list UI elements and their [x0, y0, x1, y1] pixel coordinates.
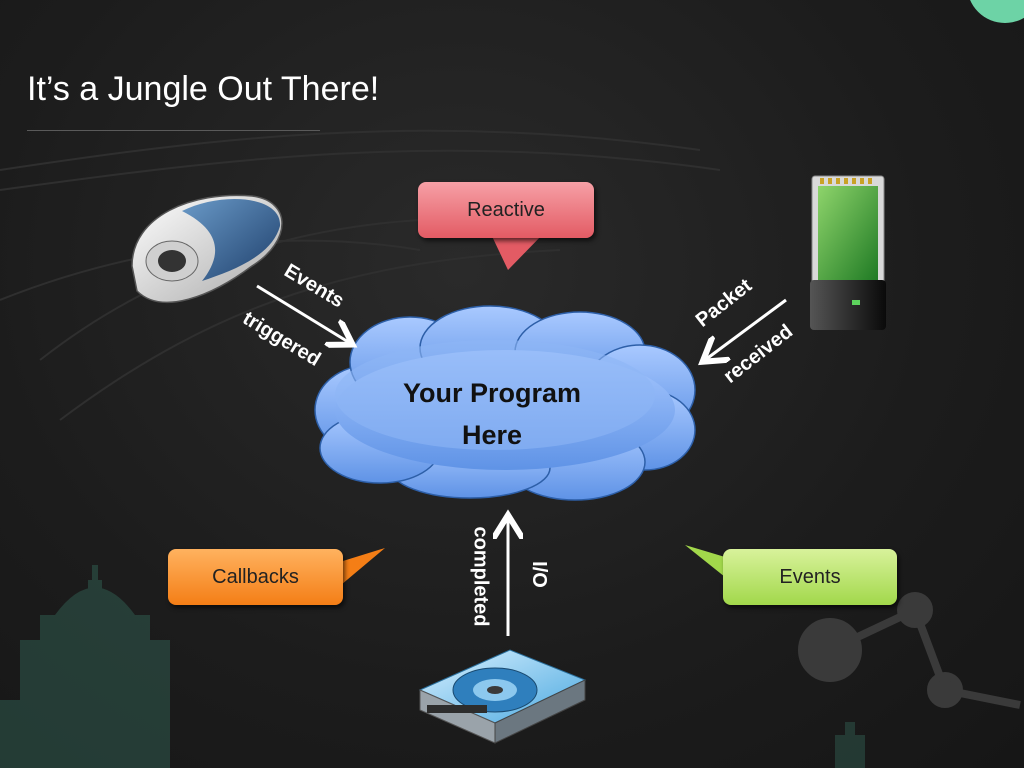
- callbacks-callout-label: Callbacks: [212, 565, 299, 588]
- cloud-label-line2: Here: [461, 420, 523, 450]
- network-card-icon: [810, 175, 886, 330]
- cloud-label: Your Program Here: [372, 372, 612, 456]
- reactive-callout-label: Reactive: [467, 198, 545, 221]
- events-callout: Events: [723, 549, 897, 605]
- packet-arrow: [705, 298, 787, 360]
- title-underline: [27, 130, 320, 131]
- events-tail: [685, 545, 735, 585]
- computer-mouse-icon: [131, 194, 283, 304]
- callbacks-callout: Callbacks: [168, 549, 343, 605]
- events-callout-label: Events: [779, 565, 841, 588]
- hard-drive-icon: [418, 649, 587, 744]
- slide-title: It’s a Jungle Out There!: [27, 70, 380, 108]
- cloud-label-line1: Your Program: [402, 378, 582, 408]
- reactive-callout: Reactive: [418, 182, 594, 238]
- callbacks-tail: [330, 548, 385, 590]
- io-arrow-label-completed: completed: [469, 526, 492, 627]
- molecule-decoration: [798, 592, 1021, 709]
- mouse-arrow: [256, 284, 350, 343]
- io-arrow-label-io: I/O: [527, 561, 550, 588]
- building-silhouette: [0, 565, 170, 768]
- teal-decor-circle: [970, 0, 1024, 23]
- reactive-tail: [490, 232, 545, 270]
